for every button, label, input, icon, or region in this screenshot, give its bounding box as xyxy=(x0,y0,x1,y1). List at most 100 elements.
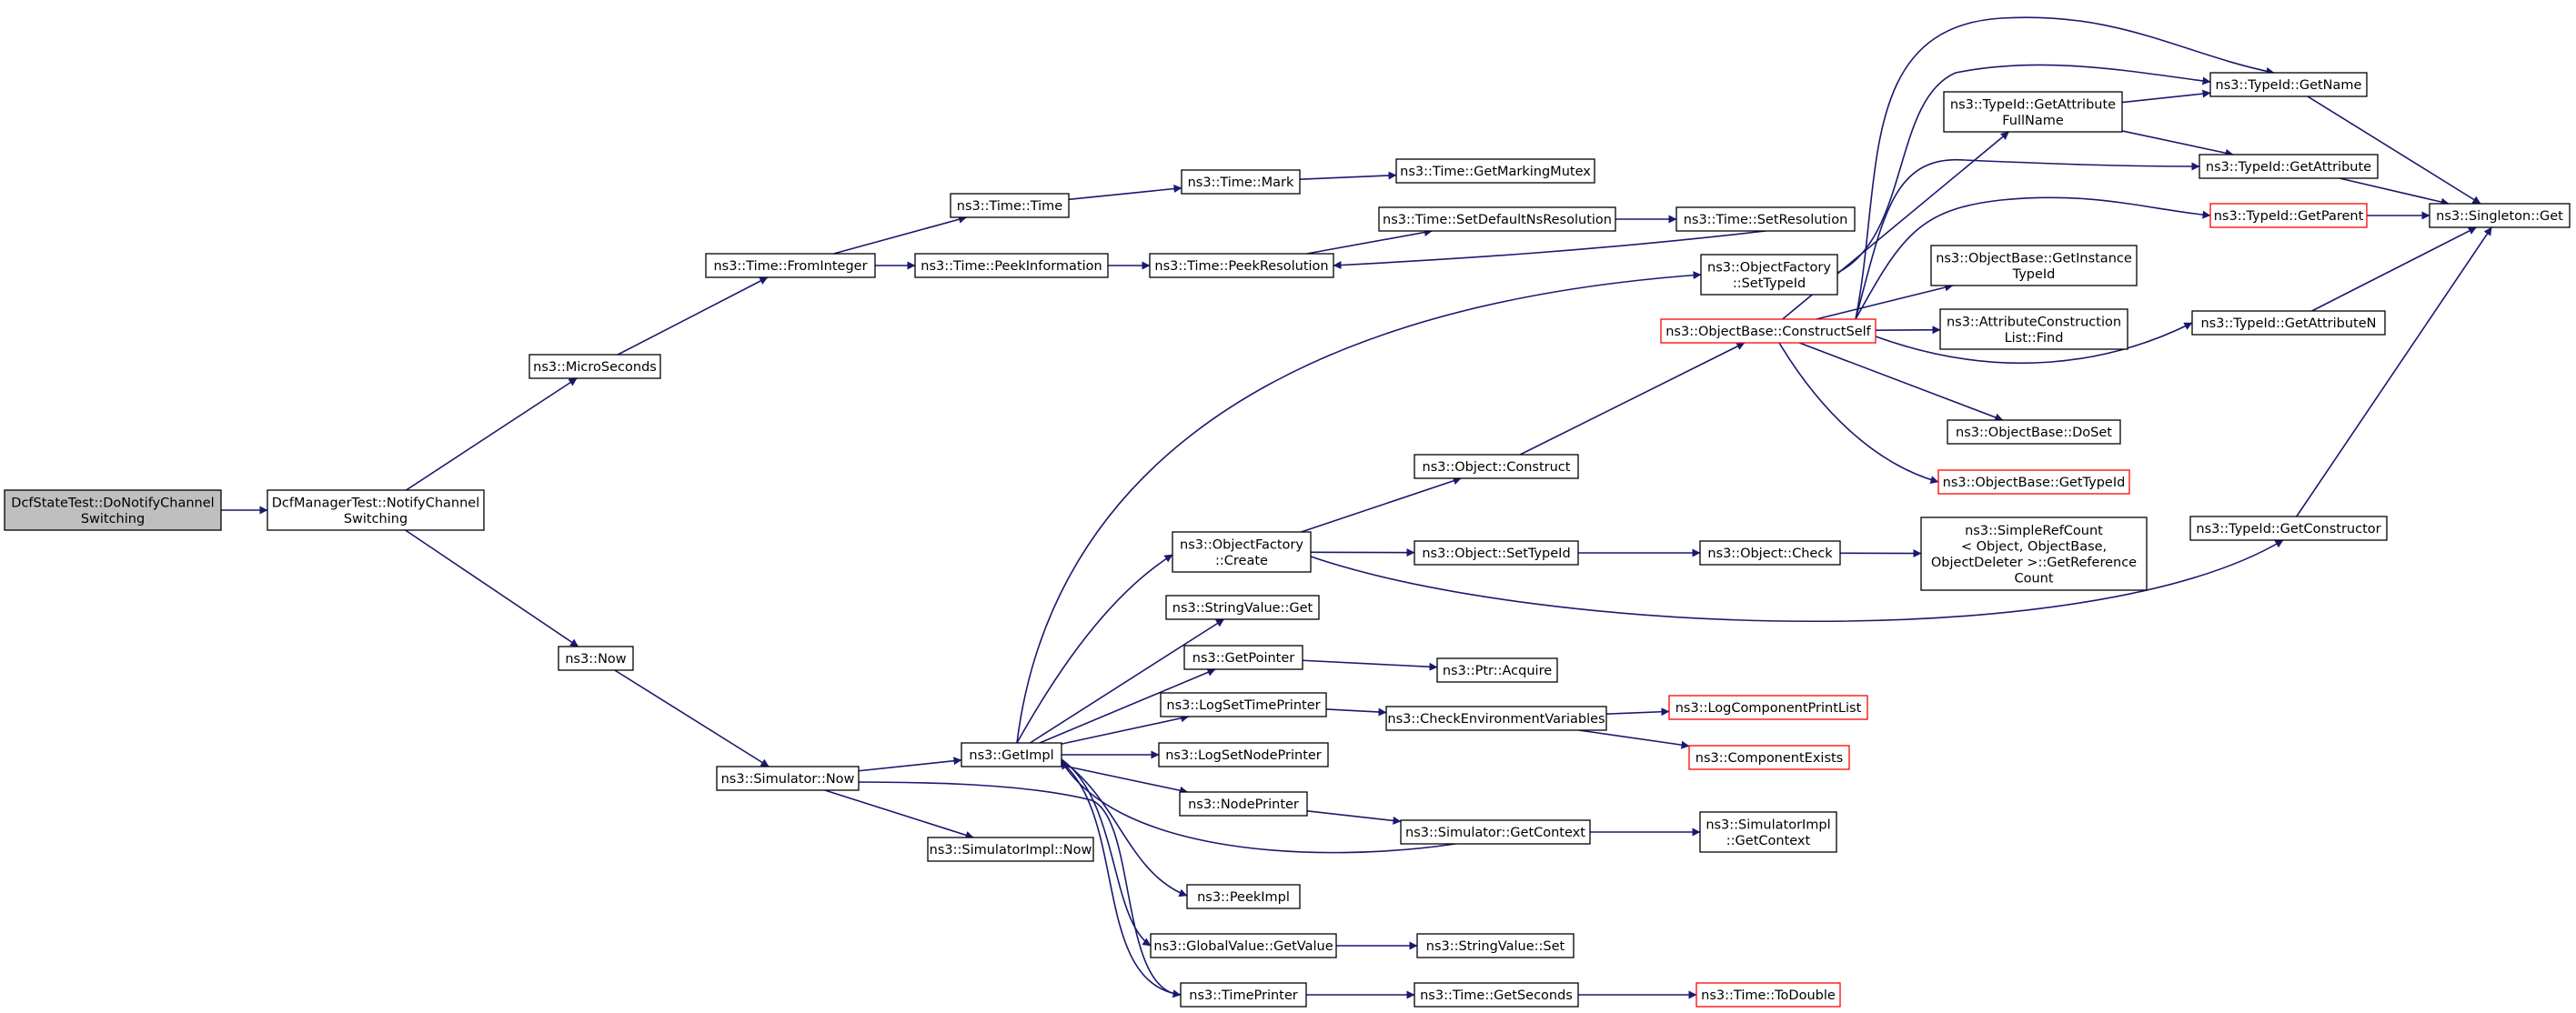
node-logTime[interactable]: ns3::LogSetTimePrinter xyxy=(1160,692,1327,717)
node-label: ns3::ObjectBase::GetInstance xyxy=(1936,251,2132,266)
node-setDefNs[interactable]: ns3::Time::SetDefaultNsResolution xyxy=(1378,206,1616,232)
node-singletonGet[interactable]: ns3::Singleton::Get xyxy=(2429,203,2571,228)
node-compExists[interactable]: ns3::ComponentExists xyxy=(1688,745,1850,770)
node-checkEnv[interactable]: ns3::CheckEnvironmentVariables xyxy=(1385,706,1607,731)
node-gvGetValue[interactable]: ns3::GlobalValue::GetValue xyxy=(1150,933,1337,958)
node-simImplNow[interactable]: ns3::SimulatorImpl::Now xyxy=(927,837,1094,862)
node-simNow[interactable]: ns3::Simulator::Now xyxy=(716,766,860,791)
node-simGetCtx[interactable]: ns3::Simulator::GetContext xyxy=(1400,819,1591,845)
node-label: ns3::ObjectBase::GetTypeId xyxy=(1943,476,2126,490)
node-box xyxy=(558,646,634,671)
node-logCompPrint[interactable]: ns3::LogComponentPrintList xyxy=(1668,695,1868,720)
node-label: < Object, ObjectBase, xyxy=(1961,539,2107,554)
edge-ofCreate-to-objConstruct xyxy=(1301,476,1462,533)
node-label: ns3::TypeId::GetParent xyxy=(2214,209,2364,224)
node-getImpl[interactable]: ns3::GetImpl xyxy=(961,742,1062,767)
node-label: ns3::Time::Time xyxy=(957,199,1063,214)
node-getSeconds[interactable]: ns3::Time::GetSeconds xyxy=(1414,982,1579,1008)
node-label: ns3::StringValue::Set xyxy=(1426,939,1565,954)
node-box xyxy=(1436,657,1558,683)
node-label: ns3::Time::GetMarkingMutex xyxy=(1400,165,1591,179)
node-box xyxy=(914,253,1109,278)
node-strSet[interactable]: ns3::StringValue::Set xyxy=(1416,933,1575,958)
node-toDouble[interactable]: ns3::Time::ToDouble xyxy=(1696,982,1841,1008)
edge-getPtr-to-ptrAcquire xyxy=(1302,659,1438,671)
node-tidGetCtor[interactable]: ns3::TypeId::GetConstructor xyxy=(2189,516,2388,541)
node-label: DcfManagerTest::NotifyChannel xyxy=(272,496,480,510)
node-label: ns3::SimulatorImpl xyxy=(1706,817,1830,832)
node-peekRes[interactable]: ns3::Time::PeekResolution xyxy=(1149,253,1334,278)
node-label: ns3::Time::Mark xyxy=(1188,176,1294,190)
node-label: ns3::Simulator::GetContext xyxy=(1405,826,1585,840)
node-box xyxy=(961,742,1062,767)
node-label: FullName xyxy=(2002,114,2064,128)
node-box xyxy=(1943,91,2123,133)
node-objConstruct[interactable]: ns3::Object::Construct xyxy=(1414,454,1579,479)
node-box xyxy=(2189,516,2388,541)
edge-obConstructSelf-to-obGetInstTid xyxy=(1816,283,1954,320)
edge-tidGetAttrFull-to-tidGetAttr xyxy=(2121,130,2234,157)
edge-checkEnv-to-logCompPrint xyxy=(1605,707,1670,717)
edge-obConstructSelf-to-tidGetAttrN xyxy=(1875,322,2193,365)
node-box xyxy=(1385,706,1607,731)
node-simImplGetCtx[interactable]: ns3::SimulatorImpl::GetContext xyxy=(1699,811,1837,853)
node-box xyxy=(1414,982,1579,1008)
node-tidGetName[interactable]: ns3::TypeId::GetName xyxy=(2209,72,2368,97)
node-box xyxy=(1920,517,2148,591)
node-nodePrinter[interactable]: ns3::NodePrinter xyxy=(1179,791,1308,817)
node-obGetTid[interactable]: ns3::ObjectBase::GetTypeId xyxy=(1937,469,2130,495)
node-box xyxy=(716,766,860,791)
node-box xyxy=(1699,811,1837,853)
node-objCheck[interactable]: ns3::Object::Check xyxy=(1699,540,1841,566)
node-ofSetTypeId[interactable]: ns3::ObjectFactory::SetTypeId xyxy=(1700,254,1838,296)
node-label: ns3::Object::Check xyxy=(1707,547,1833,561)
node-tidGetParent[interactable]: ns3::TypeId::GetParent xyxy=(2209,203,2368,228)
node-label: ns3::LogSetTimePrinter xyxy=(1166,698,1320,713)
node-box xyxy=(950,193,1070,218)
node-micro[interactable]: ns3::MicroSeconds xyxy=(528,354,661,379)
node-box xyxy=(2199,154,2379,179)
node-label: ns3::CheckEnvironmentVariables xyxy=(1387,712,1605,727)
edge-getImpl-to-timePrinter xyxy=(1061,761,1182,998)
node-strGet[interactable]: ns3::StringValue::Get xyxy=(1165,595,1320,620)
node-ptrAcquire[interactable]: ns3::Ptr::Acquire xyxy=(1436,657,1558,683)
node-label: ns3::TypeId::GetAttribute xyxy=(2206,160,2371,175)
node-ofCreate[interactable]: ns3::ObjectFactory::Create xyxy=(1172,531,1312,573)
node-box xyxy=(1675,206,1856,232)
node-tidGetAttr[interactable]: ns3::TypeId::GetAttribute xyxy=(2199,154,2379,179)
node-box xyxy=(1395,158,1595,184)
node-objSetTypeId[interactable]: ns3::Object::SetTypeId xyxy=(1414,540,1579,566)
node-box xyxy=(2191,310,2386,336)
node-markMutex[interactable]: ns3::Time::GetMarkingMutex xyxy=(1395,158,1595,184)
node-obConstructSelf[interactable]: ns3::ObjectBase::ConstructSelf xyxy=(1660,318,1877,344)
edge-simGetCtx-to-getImpl xyxy=(1061,760,1456,854)
node-logNode[interactable]: ns3::LogSetNodePrinter xyxy=(1158,742,1329,767)
node-mark[interactable]: ns3::Time::Mark xyxy=(1181,169,1301,195)
node-peekInfo[interactable]: ns3::Time::PeekInformation xyxy=(914,253,1109,278)
node-getPtr[interactable]: ns3::GetPointer xyxy=(1183,645,1303,670)
node-now[interactable]: ns3::Now xyxy=(558,646,634,671)
edge-getImpl-to-nodePrinter xyxy=(1061,764,1189,795)
node-timePrinter[interactable]: ns3::TimePrinter xyxy=(1180,982,1307,1008)
node-timeTime[interactable]: ns3::Time::Time xyxy=(950,193,1070,218)
node-tidGetAttrN[interactable]: ns3::TypeId::GetAttributeN xyxy=(2191,310,2386,336)
node-obDoSet[interactable]: ns3::ObjectBase::DoSet xyxy=(1947,419,2121,445)
node-label: Count xyxy=(2014,571,2053,586)
edge-ofCreate-to-tidGetCtor xyxy=(1310,539,2284,623)
node-label: ns3::MicroSeconds xyxy=(533,360,657,375)
node-label: ns3::Simulator::Now xyxy=(721,772,855,787)
node-fromInt[interactable]: ns3::Time::FromInteger xyxy=(705,253,876,278)
node-box xyxy=(1414,540,1579,566)
node-setRes[interactable]: ns3::Time::SetResolution xyxy=(1675,206,1856,232)
node-box xyxy=(267,489,485,531)
node-peekImpl[interactable]: ns3::PeekImpl xyxy=(1186,884,1301,909)
node-label: List::Find xyxy=(2005,331,2064,346)
node-simpleRef[interactable]: ns3::SimpleRefCount< Object, ObjectBase,… xyxy=(1920,517,2148,591)
node-box xyxy=(1158,742,1329,767)
node-label: ns3::PeekImpl xyxy=(1197,890,1290,905)
